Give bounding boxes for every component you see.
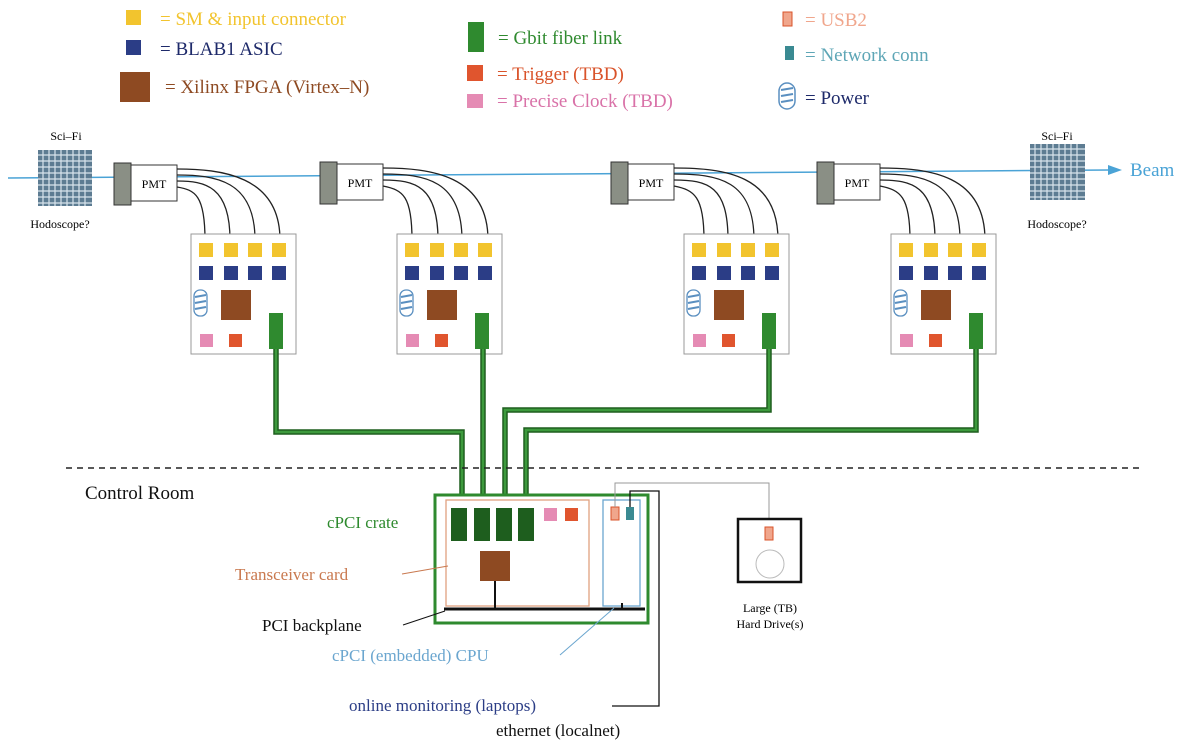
pmt-1: PMT bbox=[113, 162, 281, 241]
scifi-right-hodoscope bbox=[1030, 144, 1085, 200]
legend-trigger-swatch bbox=[467, 65, 483, 81]
control-room-title: Control Room bbox=[85, 483, 194, 504]
legend-clock-swatch bbox=[467, 94, 483, 108]
fpga-chip bbox=[221, 290, 251, 320]
legend-network-swatch bbox=[785, 46, 794, 60]
cpci-crate-label: cPCI crate bbox=[327, 513, 398, 532]
pmt-3-label: PMT bbox=[639, 176, 664, 190]
fiber-connector bbox=[269, 313, 283, 349]
readout-board-1 bbox=[190, 233, 297, 355]
hard-drive-label-line1: Large (TB) bbox=[743, 601, 797, 615]
fpga-chip bbox=[921, 290, 951, 320]
legend: = SM & input connector = BLAB1 ASIC = Xi… bbox=[120, 9, 929, 112]
usb-port-icon bbox=[610, 506, 620, 521]
fiber-connector bbox=[475, 313, 489, 349]
pci-backplane-label: PCI backplane bbox=[262, 616, 362, 635]
hard-drive-usb-port-icon bbox=[764, 526, 774, 541]
power-icon bbox=[399, 289, 414, 317]
fpga-chip bbox=[714, 290, 744, 320]
legend-sm-connector-swatch bbox=[126, 10, 141, 25]
beamline: Beam Sci–Fi Hodoscope? Sci–Fi Hodoscope?… bbox=[7, 129, 1175, 241]
fiber-links bbox=[273, 349, 979, 508]
legend-fiber-swatch bbox=[468, 22, 484, 52]
fiber-connector bbox=[762, 313, 776, 349]
scifi-left-label: Sci–Fi bbox=[50, 129, 82, 143]
readout-board-4 bbox=[890, 233, 997, 355]
fiber-connector bbox=[969, 313, 983, 349]
legend-clock-label: = Precise Clock (TBD) bbox=[497, 91, 673, 112]
ethernet-cable bbox=[612, 490, 660, 707]
fiber-link-1 bbox=[273, 349, 465, 508]
ethernet-label: ethernet (localnet) bbox=[496, 721, 620, 740]
power-icon bbox=[686, 289, 701, 317]
legend-fpga-swatch bbox=[120, 72, 150, 102]
pmt-3: PMT bbox=[610, 161, 779, 241]
cpci-crate bbox=[433, 493, 650, 625]
legend-sm-connector-label: = SM & input connector bbox=[160, 9, 347, 30]
embedded-cpu-label: cPCI (embedded) CPU bbox=[332, 646, 489, 665]
legend-usb-label: = USB2 bbox=[805, 10, 867, 31]
crate-fpga-chip bbox=[480, 551, 510, 581]
hard-drive-label-line2: Hard Drive(s) bbox=[737, 617, 804, 631]
legend-fpga-label: = Xilinx FPGA (Virtex–N) bbox=[165, 77, 369, 98]
legend-network-label: = Network conn bbox=[805, 45, 929, 66]
usb-cable bbox=[614, 482, 770, 527]
legend-trigger-label: = Trigger (TBD) bbox=[497, 64, 624, 85]
legend-power-icon bbox=[778, 82, 796, 110]
legend-asic-label: = BLAB1 ASIC bbox=[160, 39, 283, 60]
readout-board-3 bbox=[683, 233, 790, 355]
pmt-1-label: PMT bbox=[142, 177, 167, 191]
power-icon bbox=[893, 289, 908, 317]
legend-usb-swatch bbox=[782, 11, 793, 27]
fpga-chip bbox=[427, 290, 457, 320]
beam-label: Beam bbox=[1130, 160, 1175, 181]
legend-fiber-label: = Gbit fiber link bbox=[498, 28, 623, 49]
legend-power-label: = Power bbox=[805, 88, 870, 109]
pmt-2: PMT bbox=[319, 161, 489, 241]
readout-board-2 bbox=[396, 233, 503, 355]
scifi-right-caption: Hodoscope? bbox=[1027, 217, 1086, 231]
hard-drive bbox=[736, 517, 803, 584]
network-port-icon bbox=[626, 507, 634, 520]
legend-asic-swatch bbox=[126, 40, 141, 55]
transceiver-card-label: Transceiver card bbox=[235, 565, 349, 584]
transceiver-card bbox=[445, 499, 590, 607]
pmt-2-label: PMT bbox=[348, 176, 373, 190]
online-monitoring-label: online monitoring (laptops) bbox=[349, 696, 536, 715]
scifi-left-hodoscope bbox=[38, 150, 92, 206]
pmt-4-label: PMT bbox=[845, 176, 870, 190]
beam-arrow-icon bbox=[1108, 165, 1122, 175]
scifi-left-caption: Hodoscope? bbox=[30, 217, 89, 231]
power-icon bbox=[193, 289, 208, 317]
pmt-4: PMT bbox=[816, 161, 986, 241]
fiber-link-4 bbox=[523, 349, 979, 508]
scifi-right-label: Sci–Fi bbox=[1041, 129, 1073, 143]
